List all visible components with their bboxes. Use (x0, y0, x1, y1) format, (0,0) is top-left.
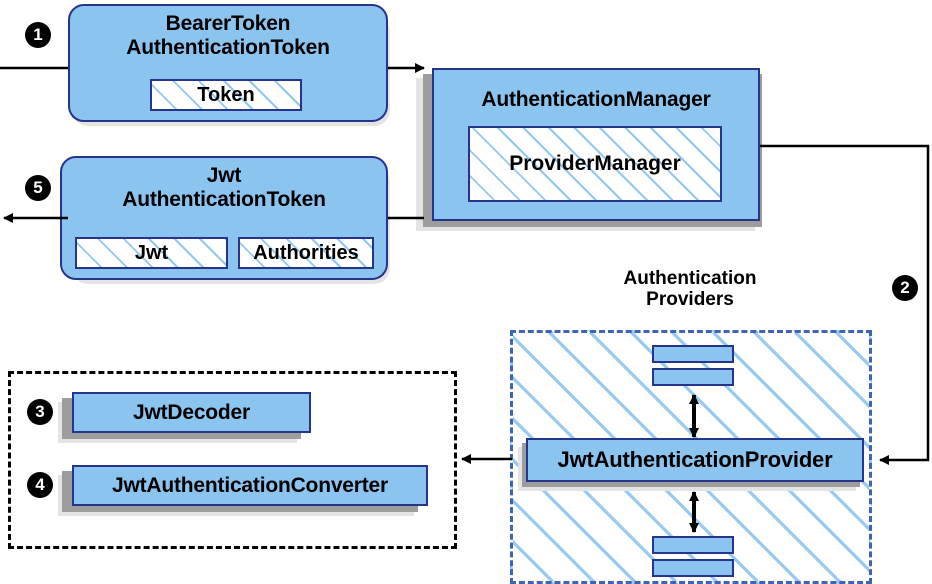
jwt-authentication-converter-title: JwtAuthenticationConverter (112, 473, 388, 497)
jwt-token-slot-authorities-label: Authorities (253, 241, 359, 264)
jwt-decoder-title: JwtDecoder (132, 400, 251, 424)
provider-bar-bottom-2 (652, 559, 734, 577)
provider-bar-top-1 (652, 345, 734, 363)
bearer-token-title-line1: BearerToken (165, 12, 291, 35)
jwt-token-title-line1: Jwt (206, 164, 242, 187)
jwt-authentication-provider-title: JwtAuthenticationProvider (557, 446, 833, 472)
authentication-manager-title: AuthenticationManager (481, 88, 711, 111)
provider-bar-top-2 (652, 368, 734, 386)
step-marker-4: 4 (27, 472, 53, 498)
jwt-token-slot-jwt-label: Jwt (134, 241, 169, 264)
jwt-token-slot-jwt[interactable]: Jwt (75, 237, 228, 269)
step-marker-3: 3 (27, 399, 53, 425)
jwt-token-slot-authorities[interactable]: Authorities (238, 237, 374, 269)
provider-bar-bottom-1 (652, 536, 734, 554)
bearer-token-slot[interactable]: Token (150, 79, 302, 111)
step-marker-2: 2 (892, 275, 918, 301)
bearer-token-slot-label: Token (197, 83, 255, 106)
jwt-decoder-node[interactable]: JwtDecoder (72, 392, 311, 433)
bearer-token-title-line2: AuthenticationToken (126, 35, 330, 59)
authentication-providers-label: Authentication Providers (590, 268, 790, 311)
provider-manager-label: ProviderManager (509, 152, 681, 175)
jwt-token-title-line2: AuthenticationToken (122, 187, 326, 211)
step-marker-5: 5 (25, 175, 51, 201)
provider-manager-slot[interactable]: ProviderManager (468, 126, 722, 202)
authentication-providers-label-line2: Providers (646, 289, 734, 311)
jwt-authentication-provider-node[interactable]: JwtAuthenticationProvider (526, 438, 864, 482)
authentication-providers-label-line1: Authentication (623, 268, 757, 289)
jwt-authentication-converter-node[interactable]: JwtAuthenticationConverter (72, 465, 428, 506)
step-marker-1: 1 (25, 22, 51, 48)
